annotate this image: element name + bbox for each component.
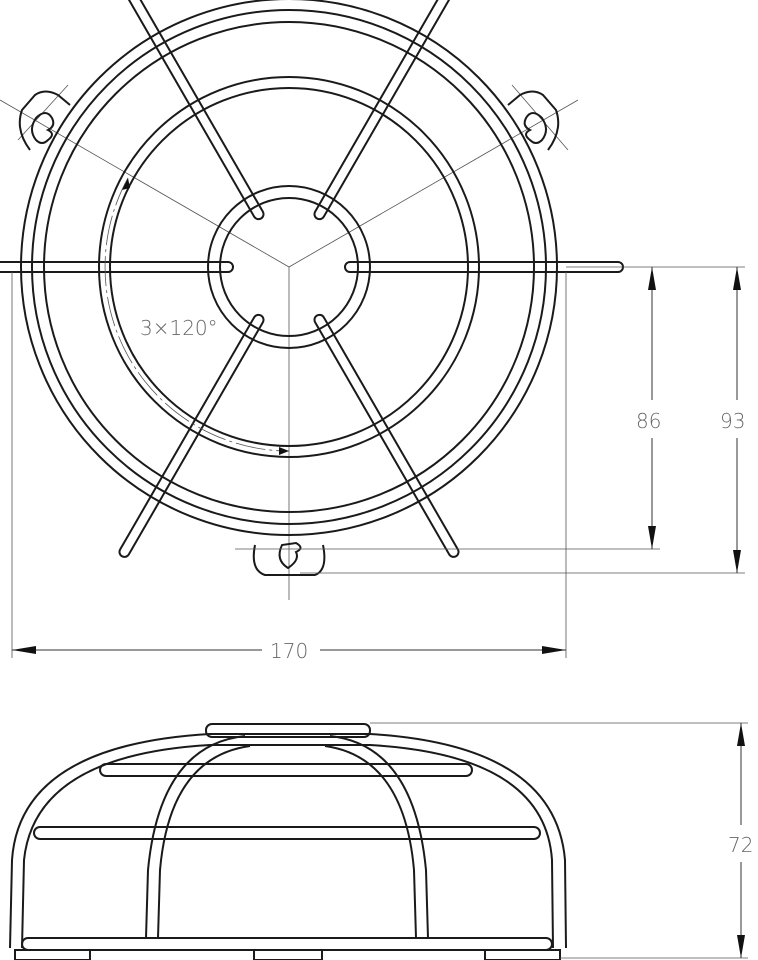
angle-arc xyxy=(104,177,290,452)
middle-hoop xyxy=(33,826,541,840)
outer-ring-outer xyxy=(20,0,558,536)
front-bar-left xyxy=(145,735,251,939)
base-foot-right xyxy=(484,949,561,960)
spoke xyxy=(313,313,460,558)
dim-72-label: 72 xyxy=(728,833,753,857)
arrow xyxy=(733,267,741,290)
upper-hoop xyxy=(99,763,473,777)
base-foot-left xyxy=(14,949,91,960)
spoke xyxy=(0,261,234,273)
inner-dome xyxy=(21,744,554,949)
top-cap xyxy=(205,723,371,738)
arrow xyxy=(12,646,36,654)
inner-ring-inner xyxy=(109,87,469,447)
arrow xyxy=(542,646,566,654)
arc-arrow-bottom xyxy=(279,447,289,455)
keyhole-right xyxy=(523,112,547,144)
arc-arrow-top xyxy=(122,178,130,190)
mount-lug-bottom xyxy=(252,544,326,576)
centerline-left xyxy=(0,99,290,268)
mount-axis-right xyxy=(511,84,569,151)
base-hoop xyxy=(21,937,553,951)
keyhole-left xyxy=(31,112,55,144)
arrow xyxy=(737,723,745,746)
spoke xyxy=(118,0,265,221)
spoke xyxy=(313,0,460,221)
centerline-right xyxy=(288,99,579,268)
dim-170-label: 170 xyxy=(270,639,308,663)
spoke xyxy=(118,313,265,558)
base-foot xyxy=(253,949,323,960)
outer-dome xyxy=(9,733,567,949)
front-bar-right xyxy=(324,735,429,939)
arrow xyxy=(648,267,656,290)
outer-ring-inner xyxy=(31,9,547,525)
arrow xyxy=(733,550,741,573)
top-view: 3×120° 86 93 170 xyxy=(0,0,745,663)
hub-ring-inner xyxy=(219,197,359,337)
keyhole-bottom xyxy=(278,541,302,570)
dim-86-label: 86 xyxy=(636,409,661,433)
hub-ring-outer xyxy=(207,185,371,349)
arrow xyxy=(648,526,656,549)
mount-lug-right xyxy=(507,90,560,151)
mount-lug-left xyxy=(18,90,71,151)
inner-ring-outer xyxy=(98,76,480,458)
side-view: 72 xyxy=(9,722,753,960)
dim-93-label: 93 xyxy=(720,409,745,433)
arrow xyxy=(737,935,745,958)
second-ring xyxy=(43,21,535,513)
angle-label: 3×120° xyxy=(140,316,218,340)
